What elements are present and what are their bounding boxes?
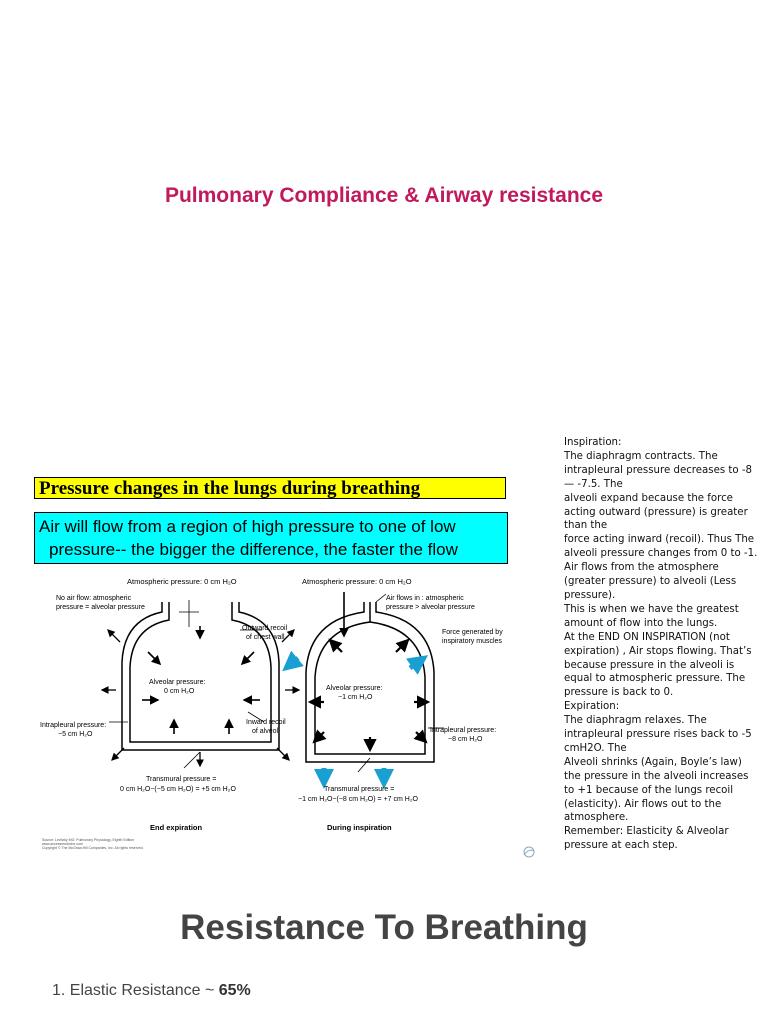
note-line: The diaphragm relaxes. The intrapleural …: [564, 715, 752, 754]
left-outward-label-1: Outward recoil: [242, 625, 288, 632]
list-item-number: 1.: [52, 982, 70, 999]
note-line: At the END ON INSPIRATION (not expiratio…: [564, 631, 752, 699]
source-credit-2: www.accessmedicine.com: [42, 842, 83, 846]
document-title: Pulmonary Compliance & Airway resistance: [164, 184, 604, 207]
source-credit-1: Source: Levitzky MG: Pulmonary Physiolog…: [42, 838, 134, 842]
note-line: Remember: Elasticity & Alveolar pressure…: [564, 826, 729, 852]
left-atm-label: Atmospheric pressure: 0 cm H₂O: [127, 577, 237, 586]
note-line: Expiration:: [564, 701, 620, 713]
right-intra-label-2: −8 cm H₂O: [448, 736, 483, 743]
list-item-text: Elastic Resistance ~: [69, 982, 219, 999]
explanation-line-2: pressure-- the bigger the difference, th…: [49, 540, 458, 559]
right-caption: During inspiration: [327, 823, 392, 832]
left-alv-label-2: 0 cm H₂O: [164, 688, 195, 695]
left-intra-label-1: Intrapleural pressure:: [40, 722, 106, 729]
right-alv-label-1: Alveolar pressure:: [326, 685, 382, 692]
source-credit-3: Copyright © The McGraw-Hill Companies, I…: [42, 846, 144, 850]
right-alv-label-2: −1 cm H₂O: [338, 694, 373, 701]
note-line: alveoli expand because the force acting …: [564, 492, 748, 532]
note-line: Alveoli shrinks (Again, Boyle’s law) the…: [564, 756, 749, 824]
left-caption: End expiration: [150, 823, 203, 832]
right-flow-label-1: Air flows in : atmospheric: [386, 595, 464, 602]
right-force-label-1: Force generated by: [442, 629, 503, 636]
figure-title: Pressure changes in the lungs during bre…: [34, 477, 506, 499]
section-heading: Resistance To Breathing: [180, 908, 588, 947]
right-trans-label-2: −1 cm H₂O−(−8 cm H₂O) = +7 cm H₂O: [298, 796, 419, 803]
inspiration-diagram: Atmospheric pressure: 0 cm H₂O Air flows…: [282, 577, 503, 832]
note-line: The diaphragm contracts. The intrapleura…: [564, 450, 753, 490]
note-line: force acting inward (recoil). Thus The a…: [564, 534, 758, 601]
left-alv-label-1: Alveolar pressure:: [149, 679, 205, 686]
publisher-logo-icon: [523, 846, 535, 858]
list-item-value: 65%: [218, 982, 251, 999]
left-inward-label-1: Inward recoil: [246, 719, 286, 726]
right-force-label-2: inspiratory muscles: [442, 638, 502, 645]
left-noflow-label-1: No air flow: atmospheric: [56, 595, 132, 602]
end-expiration-diagram: Atmospheric pressure: 0 cm H₂O No air fl…: [40, 577, 301, 832]
left-intra-label-2: −5 cm H₂O: [58, 731, 93, 738]
lung-pressure-diagram: Atmospheric pressure: 0 cm H₂O No air fl…: [40, 577, 535, 858]
left-outward-label-2: of chest wall: [246, 634, 285, 641]
left-trans-label-1: Transmural pressure =: [146, 776, 216, 783]
right-intra-label-1: Intrapleural pressure:: [430, 727, 496, 734]
right-atm-label: Atmospheric pressure: 0 cm H₂O: [302, 577, 412, 586]
right-trans-label-1: Transmural pressure =: [324, 786, 394, 793]
left-trans-label-2: 0 cm H₂O−(−5 cm H₂O) = +5 cm H₂O: [120, 786, 236, 793]
figure-explanation-box: Air will flow from a region of high pres…: [34, 512, 508, 564]
notes-column: Inspiration: The diaphragm contracts. Th…: [564, 436, 758, 853]
pressure-figure: Pressure changes in the lungs during bre…: [24, 464, 538, 862]
left-noflow-label-2: pressure = alveolar pressure: [56, 604, 145, 611]
resistance-list: 1. Elastic Resistance ~ 65%: [52, 982, 251, 1000]
right-flow-label-2: pressure > alveolar pressure: [386, 604, 475, 611]
left-inward-label-2: of alveoli: [252, 728, 280, 735]
note-line: This is when we have the greatest amount…: [564, 603, 739, 629]
explanation-line-1: Air will flow from a region of high pres…: [39, 517, 456, 536]
note-line: Inspiration:: [564, 437, 622, 448]
